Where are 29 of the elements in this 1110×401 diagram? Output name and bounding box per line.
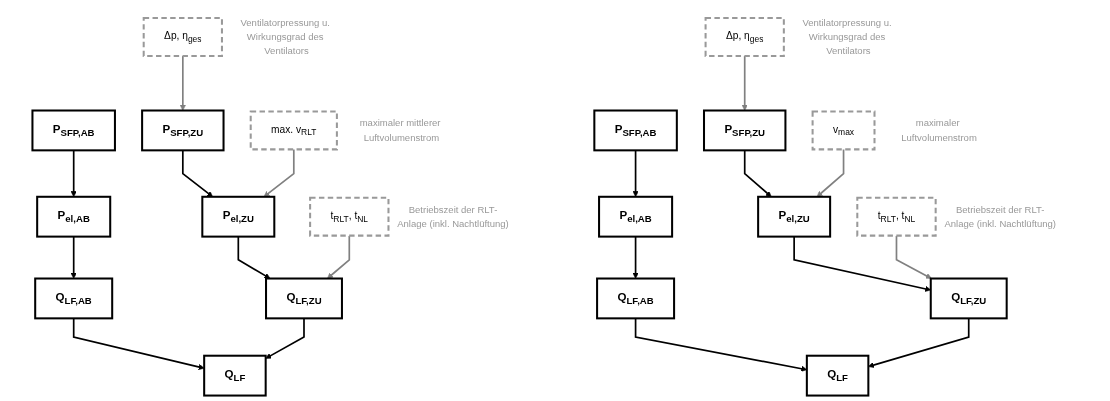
- node-box: Q$_{LF,ZU}$: [264, 277, 343, 320]
- node-box: t$_{RLT}$, t$_{NL}$: [855, 196, 937, 237]
- node-box: max. v$_{RLT}$: [249, 110, 338, 151]
- node-box: P$_{el,AB}$: [597, 195, 673, 238]
- node-label: maximaler mittlerer Luftvolumenstrom: [359, 117, 441, 143]
- arrow: [741, 55, 748, 111]
- node-box: P$_{SFP,ZU}$: [140, 109, 225, 152]
- node-box: Q$_{LF,AB}$: [33, 277, 113, 320]
- node-box: P$_{el,ZU}$: [200, 195, 275, 238]
- node-box: Q$_{LF,AB}$: [595, 277, 675, 320]
- node-box: P$_{SFP,ZU}$: [702, 109, 787, 152]
- arrow: [179, 55, 186, 111]
- node-label: Ventilatorpressung u. Wirkungsgrad des Ventilators: [801, 16, 892, 57]
- node-box: Δp, η$_{ges}$: [142, 17, 223, 57]
- node-box: t$_{RLT}$, t$_{NL}$: [308, 196, 390, 237]
- node-box: Q$_{LF,ZU}$: [929, 277, 1008, 320]
- node-box: P$_{SFP,AB}$: [31, 109, 116, 152]
- node-box: P$_{el,AB}$: [35, 195, 111, 238]
- node-label: Betriebszeit der RLT-Anlage (inkl. Nachtlüftung): [944, 203, 1056, 229]
- node-label: Ventilatorpressung u. Wirkungsgrad des Ventilators: [240, 16, 330, 57]
- node-box: Q$_{LF}$: [805, 354, 869, 397]
- node-box: P$_{SFP,AB}$: [592, 109, 678, 152]
- node-box: Δp, η$_{ges}$: [704, 17, 785, 57]
- node-box: P$_{el,ZU}$: [756, 195, 831, 238]
- arrow: [792, 235, 931, 292]
- node-box: v$_{max}$: [811, 110, 876, 151]
- node-label: maximaler Luftvolumenstrom: [900, 117, 977, 143]
- node-label: Betriebszeit der RLT-Anlage (inkl. Nachtlüftung): [396, 203, 509, 229]
- node-box: Q$_{LF}$: [202, 354, 267, 397]
